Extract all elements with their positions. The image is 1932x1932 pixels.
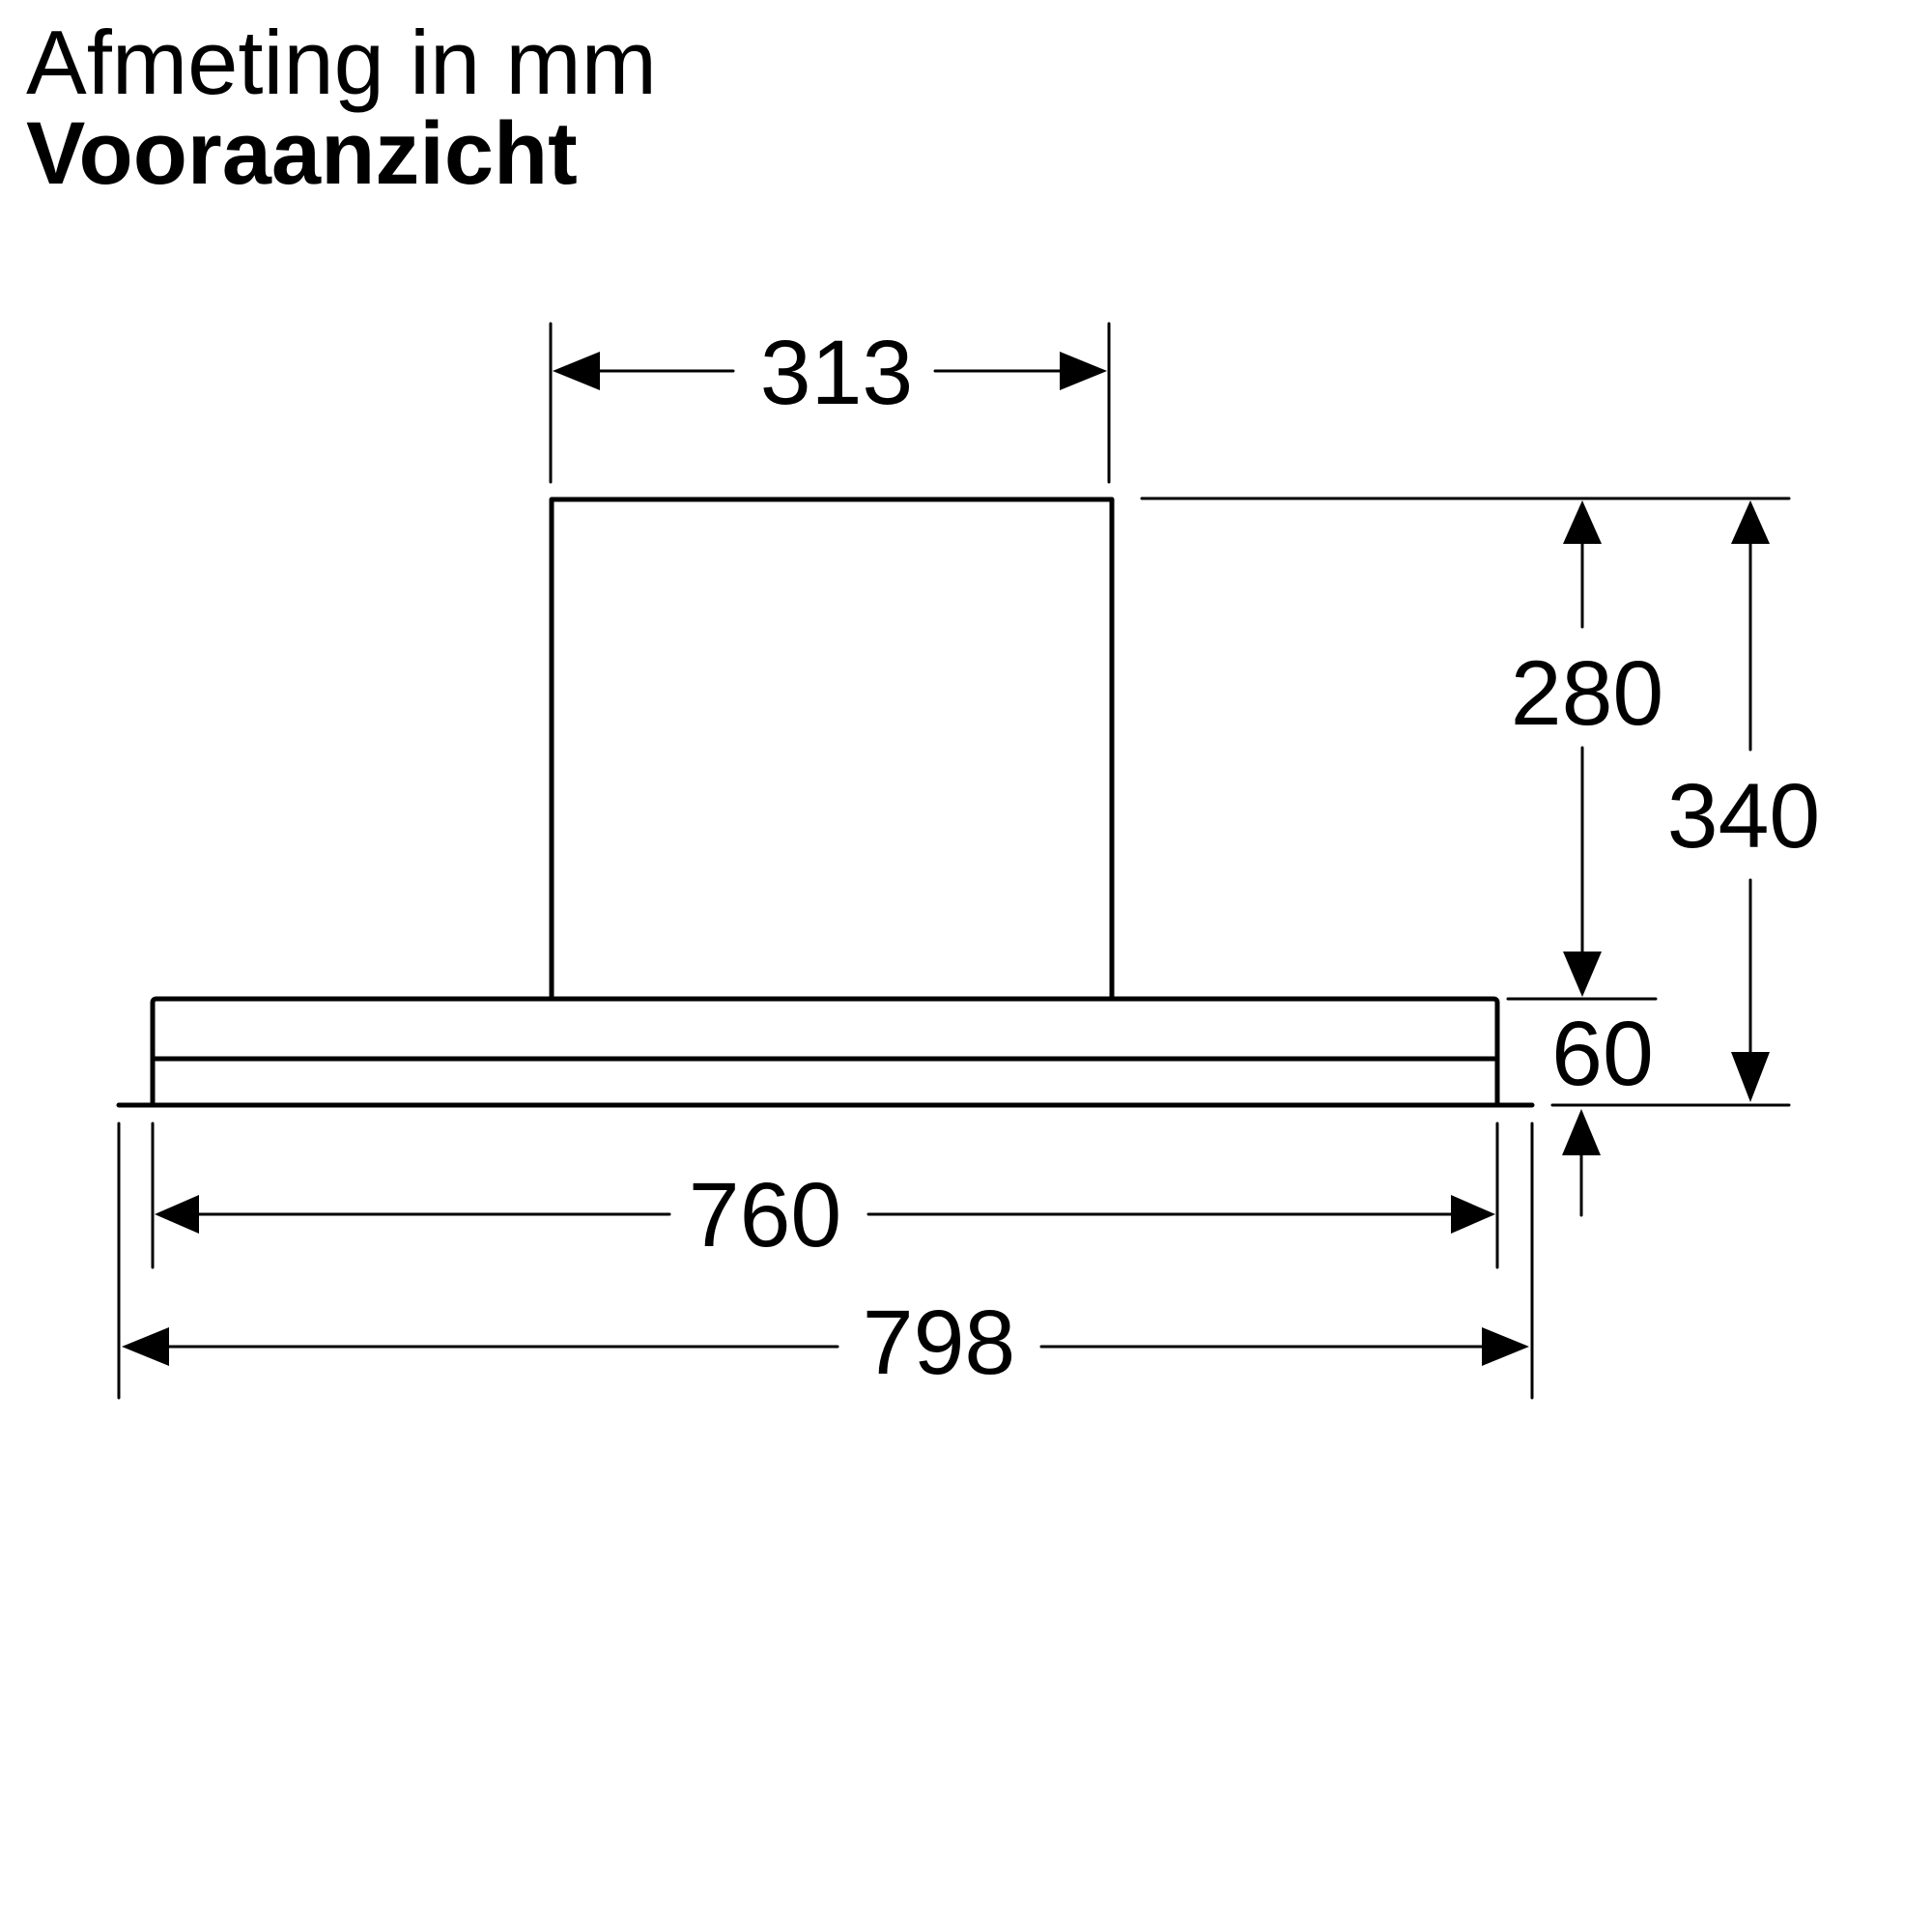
dimension-label-798: 798 bbox=[863, 1292, 1016, 1394]
dimension-label-340: 340 bbox=[1667, 765, 1821, 867]
dimension-label-280: 280 bbox=[1511, 642, 1664, 745]
hood-outline bbox=[116, 996, 1535, 1108]
arrow-up-icon bbox=[1562, 1109, 1601, 1155]
arrow-left-icon bbox=[155, 1195, 199, 1234]
arrow-right-icon bbox=[1482, 1327, 1529, 1366]
arrow-up-icon bbox=[1563, 500, 1602, 544]
dimension-overall-width: 798 bbox=[117, 1122, 1534, 1400]
dimension-total-height: 340 bbox=[1667, 500, 1821, 1102]
dimension-label-760: 760 bbox=[689, 1164, 842, 1266]
arrow-down-icon bbox=[1731, 1052, 1770, 1102]
chimney-outline bbox=[549, 497, 1115, 1002]
arrow-left-icon bbox=[122, 1327, 169, 1366]
dimension-chimney-width: 313 bbox=[549, 322, 1111, 484]
dimension-hood-height: 60 bbox=[1506, 997, 1791, 1217]
dimension-chimney-height: 280 bbox=[1511, 500, 1664, 997]
units-label: Afmeting in mm bbox=[26, 12, 657, 113]
dimension-label-60: 60 bbox=[1551, 1003, 1654, 1105]
dimension-hood-width: 760 bbox=[151, 1122, 1499, 1269]
arrow-left-icon bbox=[553, 352, 600, 390]
arrow-up-icon bbox=[1731, 500, 1770, 544]
arrow-down-icon bbox=[1563, 952, 1602, 997]
arrow-right-icon bbox=[1451, 1195, 1495, 1234]
dimension-label-313: 313 bbox=[760, 322, 914, 424]
view-title: Vooraanzicht bbox=[26, 104, 578, 203]
arrow-right-icon bbox=[1060, 352, 1107, 390]
